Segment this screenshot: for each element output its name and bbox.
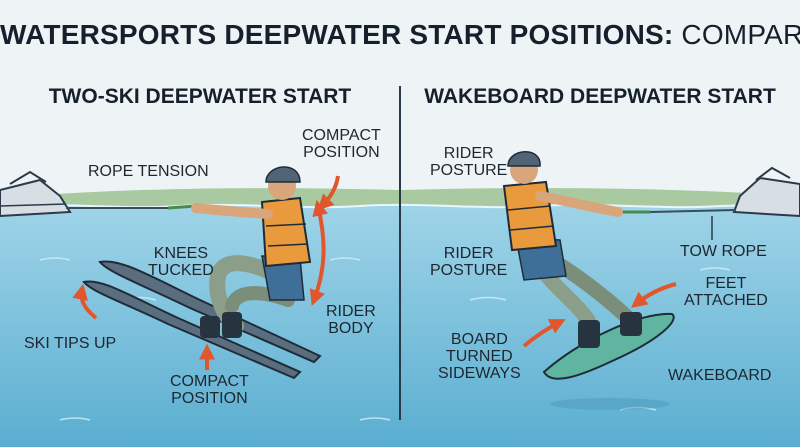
label-knees-tucked: KNEES TUCKED bbox=[148, 245, 214, 279]
label-ski-tips-up: SKI TIPS UP bbox=[24, 335, 117, 352]
tow-rope-right bbox=[618, 209, 737, 240]
label-compact-position-bottom: COMPACT POSITION bbox=[170, 373, 249, 407]
label-rider-posture-top: RIDER POSTURE bbox=[430, 145, 508, 179]
label-compact-position-top: COMPACT POSITION bbox=[302, 127, 381, 161]
label-rope-tension: ROPE TENSION bbox=[88, 163, 209, 180]
label-feet-attached: FEET ATTACHED bbox=[684, 275, 768, 309]
label-tow-rope: TOW ROPE bbox=[680, 243, 767, 260]
skis bbox=[82, 260, 322, 380]
left-panel-title: TWO-SKI DEEPWATER START bbox=[48, 85, 352, 108]
callout-arrows-right bbox=[522, 282, 677, 348]
callout-arrows-left bbox=[72, 175, 340, 370]
title-sub: COMPARISON bbox=[681, 19, 800, 50]
label-rider-body: RIDER BODY bbox=[326, 303, 376, 337]
title-main: WATERSPORTS DEEPWATER START POSITIONS: bbox=[0, 19, 674, 50]
label-board-turned-sideways: BOARD TURNED SIDEWAYS bbox=[438, 331, 521, 382]
tow-boat-left bbox=[0, 170, 72, 218]
right-panel-title: WAKEBOARD DEEPWATER START bbox=[424, 85, 776, 108]
label-wakeboard: WAKEBOARD bbox=[668, 367, 772, 384]
page-title: WATERSPORTS DEEPWATER START POSITIONS: C… bbox=[0, 20, 800, 49]
label-rider-posture-mid: RIDER POSTURE bbox=[430, 245, 508, 279]
wakeboard-rider bbox=[502, 151, 642, 348]
tow-boat-right bbox=[732, 166, 800, 218]
two-ski-rider bbox=[191, 166, 312, 338]
